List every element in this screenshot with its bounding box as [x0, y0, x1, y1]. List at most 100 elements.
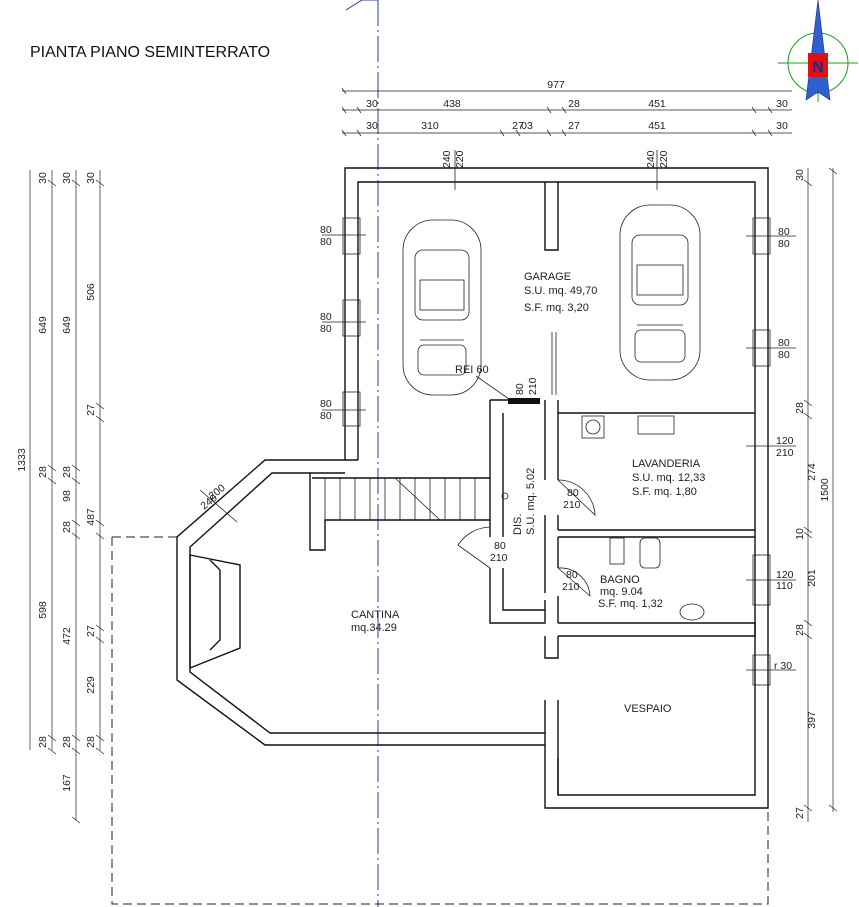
dim-top-r2: 451 [648, 120, 666, 132]
sink-icon [637, 415, 675, 435]
staircase [324, 477, 509, 521]
dim-left-c3: 472 [61, 627, 73, 645]
dim-left-c3: 649 [61, 316, 73, 334]
garage-su: S.U. mq. 49,70 [524, 285, 597, 297]
opening-dim: 80 [320, 224, 332, 236]
doors [457, 332, 596, 597]
car-right-icon [619, 204, 701, 381]
dim-left-c2: 28 [37, 466, 49, 478]
opening-dim: 210 [563, 499, 581, 511]
north-label: N [812, 59, 824, 76]
dim-left-c2: 649 [37, 316, 49, 334]
opening-dim: 110 [776, 580, 793, 592]
opening-dim: r 30 [774, 660, 792, 672]
opening-dim: 220 [454, 150, 466, 168]
dim-left-c4: 506 [85, 283, 97, 301]
dim-top-r1: 438 [443, 98, 461, 110]
dim-top-r2: 03 [521, 120, 533, 132]
opening-dim: 210 [776, 447, 794, 459]
dim-right: 274 [806, 463, 818, 481]
left-dimensions: 1333 30 649 28 598 28 167 30 649 28 98 2… [16, 170, 105, 824]
opening-dim: 80 [320, 236, 332, 248]
top-dimensions: 977 30 438 28 451 30 30 310 27 03 27 451… [341, 79, 792, 137]
dim-right-total: 1500 [819, 478, 831, 502]
opening-dim: 120 [776, 435, 794, 447]
dim-top-r2: 310 [421, 120, 439, 132]
opening-dim: 80 [778, 238, 790, 250]
dis-su: S.U. mq. 5.02 [525, 468, 537, 535]
dim-right: 28 [794, 402, 806, 414]
dim-top-r1: 28 [568, 98, 580, 110]
opening-dim: 80 [320, 311, 332, 323]
dim-left-c4: 30 [85, 172, 97, 184]
dim-right: 27 [794, 807, 806, 819]
vespaio-name: VESPAIO [624, 703, 672, 715]
opening-dim: 80 [320, 410, 332, 422]
washing-machine-icon [581, 415, 605, 439]
opening-dim: 120 [776, 569, 794, 581]
north-arrow-icon: N [778, 0, 858, 102]
lavanderia-sf: S.F. mq. 1,80 [632, 486, 697, 498]
dim-left-c2: 28 [37, 736, 49, 748]
dim-left-c2: 30 [37, 172, 49, 184]
dim-left-c2: 167 [61, 774, 73, 792]
cantina-name: CANTINA [351, 609, 400, 621]
dim-top-r2: 30 [366, 120, 378, 132]
toilet-icon [639, 537, 661, 569]
dim-top-r1: 451 [648, 98, 666, 110]
dis-name: DIS. [512, 514, 524, 535]
dim-left-c3: 28 [61, 521, 73, 533]
dim-right: 201 [806, 569, 818, 587]
opening-dim: 80 [778, 226, 790, 238]
cantina-mq: mq.34.29 [351, 622, 397, 634]
opening-dim: 80 [320, 398, 332, 410]
opening-labels: 240 220 240 220 80 80 80 80 80 80 80 80 … [198, 150, 793, 672]
opening-dim: 210 [562, 581, 580, 593]
fixtures [581, 415, 705, 621]
opening-dim: 80 [320, 323, 332, 335]
dim-left-c4: 229 [85, 676, 97, 694]
dim-left-c3: 28 [61, 466, 73, 478]
opening-dim: 80 [566, 569, 578, 581]
dim-top-r2: 27 [568, 120, 580, 132]
plan-title: PIANTA PIANO SEMINTERRATO [30, 44, 270, 61]
opening-dim: 240 [441, 150, 453, 168]
dim-top-r2: 30 [776, 120, 788, 132]
opening-dim: 80 [778, 349, 790, 361]
dim-left-c4: 27 [85, 625, 97, 637]
dim-left-c3: 28 [61, 736, 73, 748]
dim-top-r1: 30 [366, 98, 378, 110]
lavanderia-su: S.U. mq. 12,33 [632, 472, 705, 484]
dim-top-r1: 30 [776, 98, 788, 110]
opening-dim: 80 [567, 487, 579, 499]
dim-right: 397 [806, 711, 818, 729]
opening-dim: 210 [490, 552, 508, 564]
dim-left-c3: 30 [61, 172, 73, 184]
dim-top-r2: 27 [512, 120, 524, 132]
washbasin-icon [679, 603, 705, 621]
dim-right: 30 [794, 169, 806, 181]
bidet-icon [609, 537, 625, 565]
room-labels: GARAGE S.U. mq. 49,70 S.F. mq. 3,20 REI … [351, 271, 705, 715]
dim-left-c3: 98 [61, 490, 73, 502]
bagno-name: BAGNO [600, 574, 640, 586]
dim-left-total: 1333 [16, 448, 28, 472]
dim-left-c4: 28 [85, 736, 97, 748]
dim-right: 28 [794, 624, 806, 636]
dim-left-c4: 487 [85, 508, 97, 526]
bagno-mq: mq. 9.04 [600, 586, 643, 598]
dim-left-c2: 598 [37, 601, 49, 619]
dim-overall: 977 [547, 79, 565, 91]
opening-dim: 210 [527, 377, 539, 395]
car-left-icon [402, 219, 482, 396]
windows [322, 150, 796, 686]
lavanderia-name: LAVANDERIA [632, 458, 701, 470]
right-dimensions: 1500 30 28 274 10 201 28 397 27 [794, 167, 838, 822]
garage-name: GARAGE [524, 271, 571, 283]
rei-label: REI 60 [455, 364, 489, 376]
garage-sf: S.F. mq. 3,20 [524, 302, 589, 314]
opening-dim: 80 [494, 540, 506, 552]
bagno-sf: S.F. mq. 1,32 [598, 598, 663, 610]
dim-right: 10 [794, 528, 806, 540]
